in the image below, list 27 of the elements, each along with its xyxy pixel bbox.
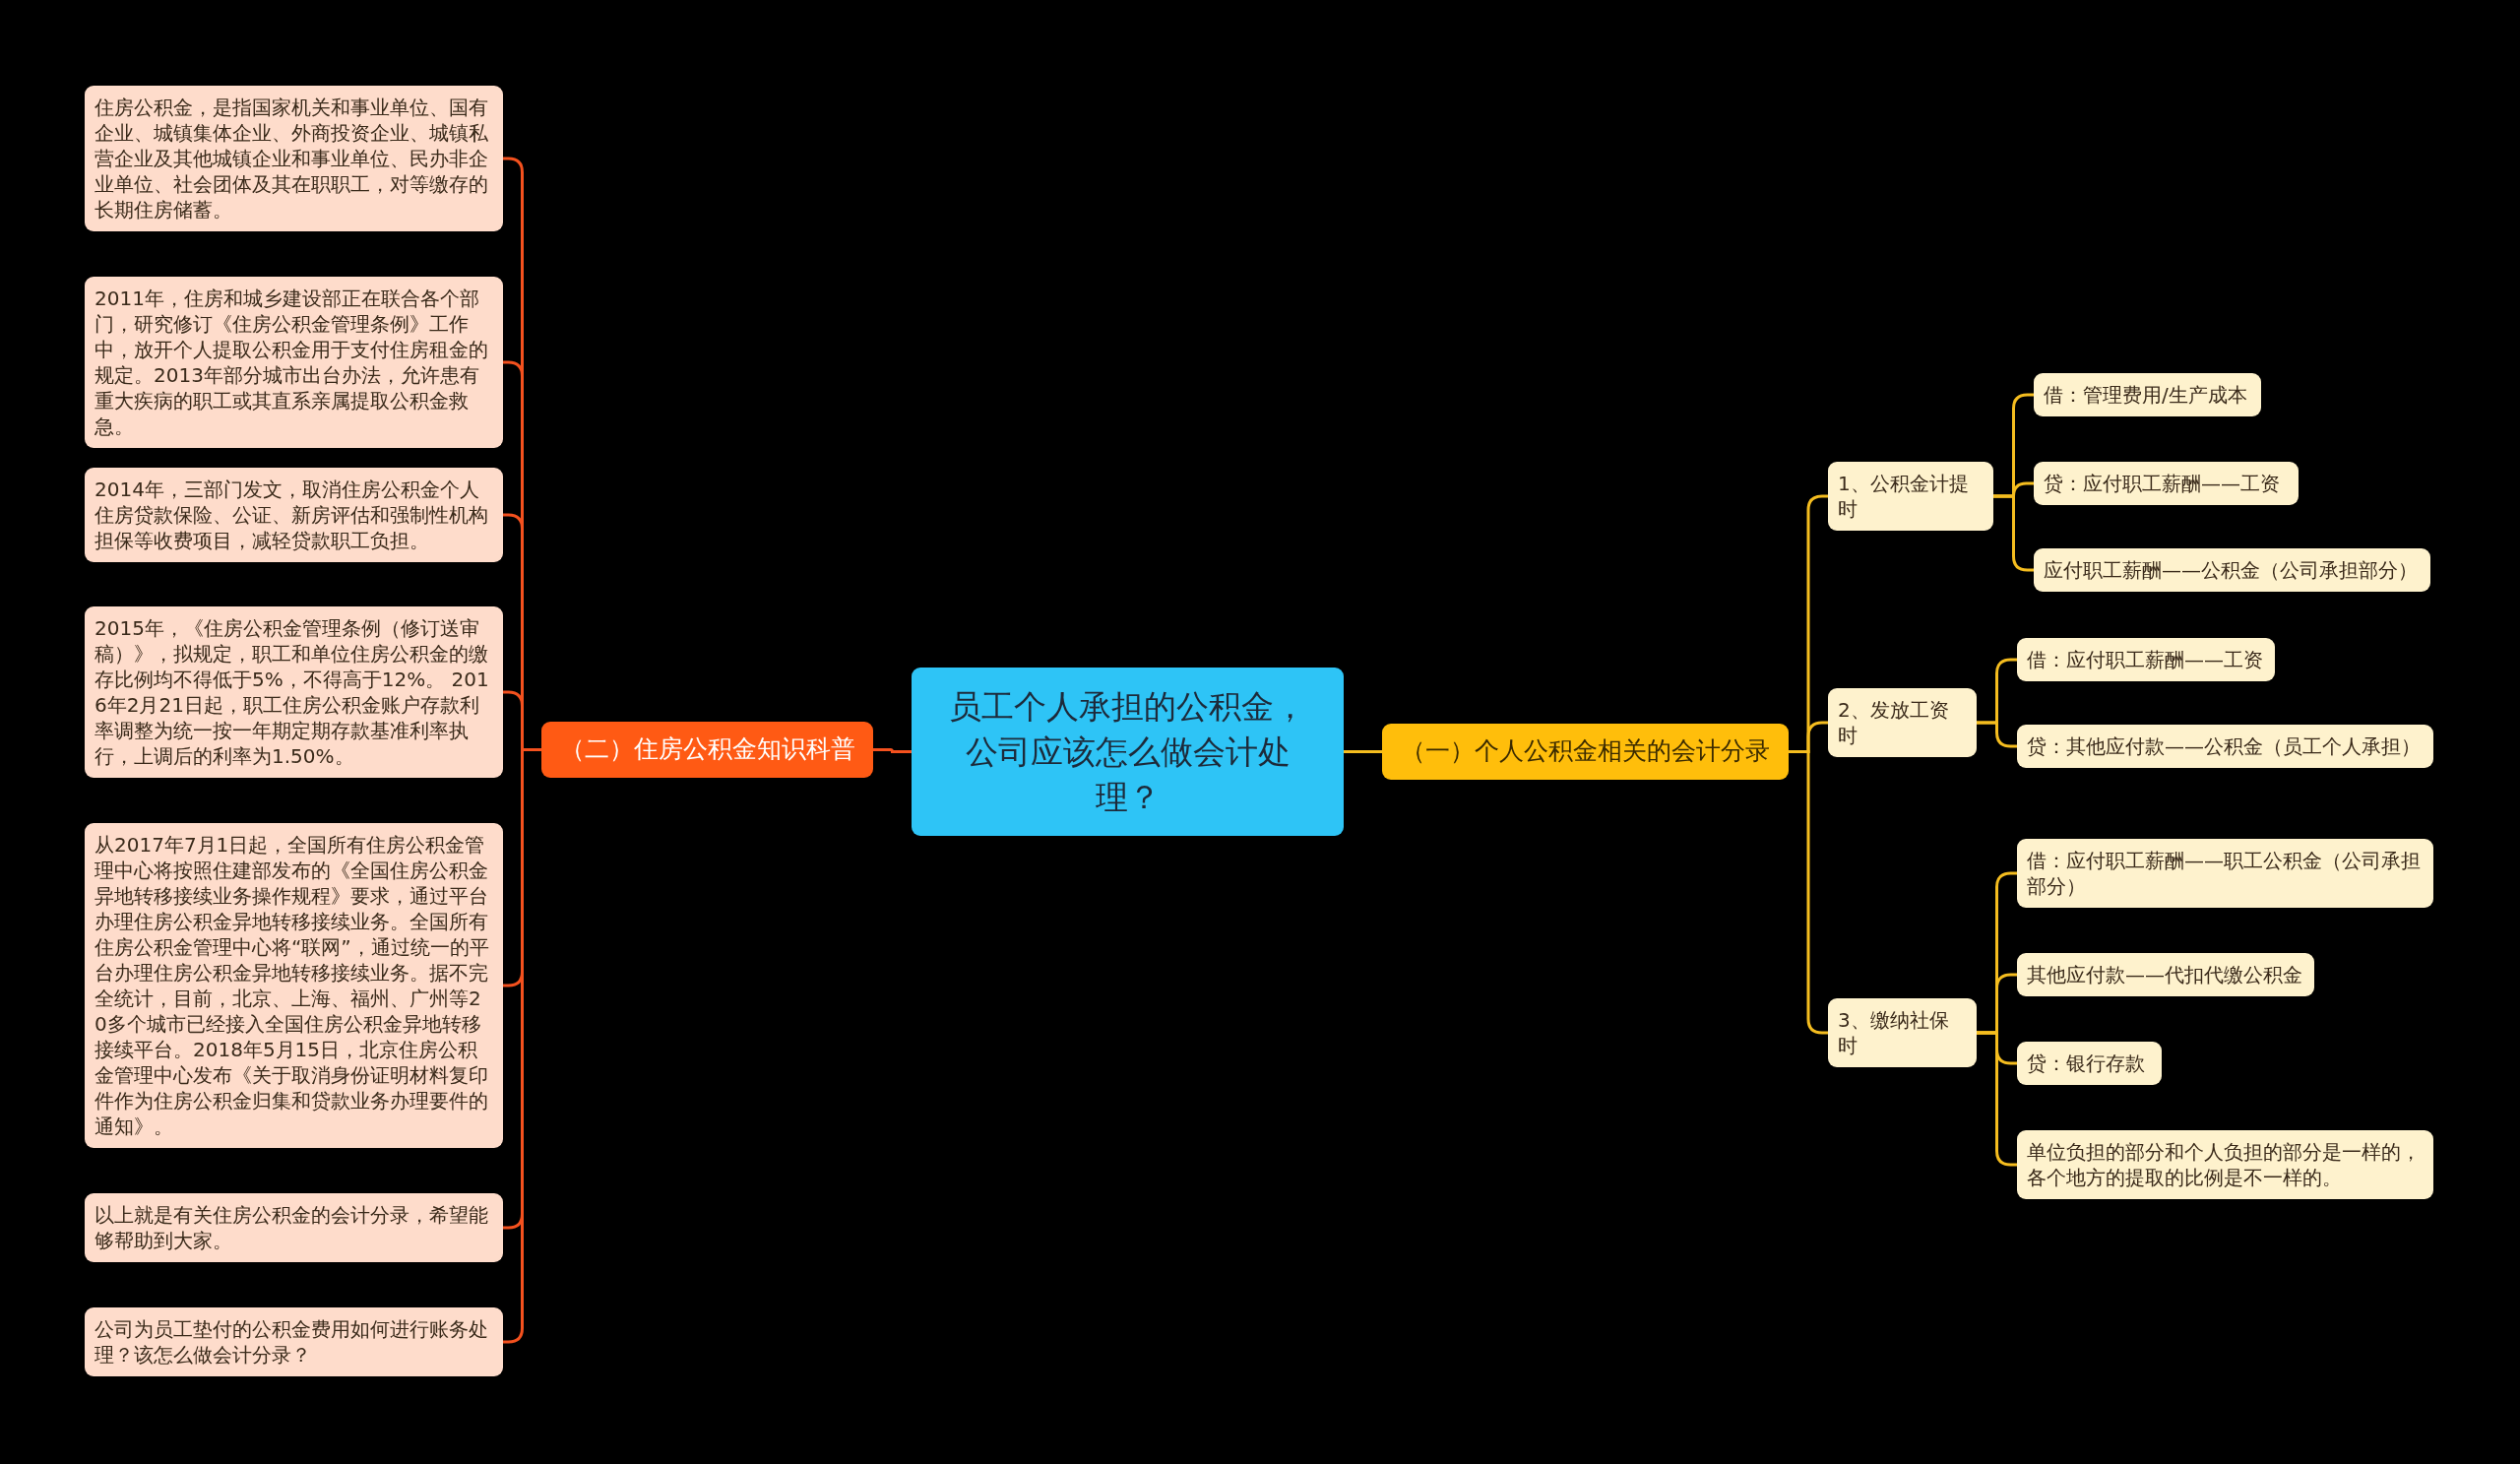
leaf-topic-box: 其他应付款——代扣代缴公积金	[2017, 953, 2314, 996]
leaf-topic-box: 借：应付职工薪酬——职工公积金（公司承担部分）	[2017, 839, 2433, 908]
branch-topic-box: （一）个人公积金相关的会计分录	[1382, 724, 1789, 780]
subtopic-box: 2、发放工资时	[1828, 688, 1977, 757]
leaf-topic-box: 贷：银行存款	[2017, 1042, 2162, 1085]
note-box: 2011年，住房和城乡建设部正在联合各个部门，研究修订《住房公积金管理条例》工作中，放开个人提取公积金用于支付住房租金的规定。2013年部分城市出台办法，允许患有重大疾病的职工或其直系亲属提取公积金救急。	[85, 277, 503, 448]
subtopic-box: 1、公积金计提时	[1828, 462, 1993, 531]
leaf-topic-box: 单位负担的部分和个人负担的部分是一样的，各个地方的提取的比例是不一样的。	[2017, 1130, 2433, 1199]
subtopic-box: 3、缴纳社保时	[1828, 998, 1977, 1067]
note-box: 公司为员工垫付的公积金费用如何进行账务处理？该怎么做会计分录？	[85, 1307, 503, 1376]
note-box: 2015年，《住房公积金管理条例（修订送审稿）》，拟规定，职工和单位住房公积金的缴存比例均不得低于5%，不得高于12%。 2016年2月21日起，职工住房公积金账户存款利率调整为统一按一年期定期存款基准利率执行，上调后的利率为1.50%。	[85, 606, 503, 778]
connector	[1993, 494, 2034, 572]
branch-topic-box: （二）住房公积金知识科普	[541, 722, 873, 778]
note-box: 2014年，三部门发文，取消住房公积金个人住房贷款保险、公证、新房评估和强制性机构担保等收费项目，减轻贷款职工负担。	[85, 468, 503, 562]
leaf-topic-box: 应付职工薪酬——公积金（公司承担部分）	[2034, 548, 2430, 592]
note-box: 从2017年7月1日起，全国所有住房公积金管理中心将按照住建部发布的《全国住房公积金异地转移接续业务操作规程》要求，通过平台办理住房公积金异地转移接续业务。全国所有住房公积金管理中心将“联网”，通过统一的平台办理住房公积金异地转移接续业务。据不完全统计，目前，北京、上海、福州、广州等20多个城市已经接入全国住房公积金异地转移接续平台。2018年5月15日，北京住房公积金管理中心发布《关于取消身份证明材料复印件作为住房公积金归集和贷款业务办理要件的通知》。	[85, 823, 503, 1148]
central-topic-box: 员工个人承担的公积金，公司应该怎么做会计处理？	[912, 668, 1344, 836]
leaf-topic-box: 借：应付职工薪酬——工资	[2017, 638, 2275, 681]
note-box: 住房公积金，是指国家机关和事业单位、国有企业、城镇集体企业、外商投资企业、城镇私营企业及其他城镇企业和事业单位、民办非企业单位、社会团体及其在职职工，对等缴存的长期住房储蓄。	[85, 86, 503, 231]
leaf-topic-box: 贷：其他应付款——公积金（员工个人承担）	[2017, 725, 2433, 768]
leaf-topic-box: 借：管理费用/生产成本	[2034, 373, 2261, 416]
connector	[1977, 721, 2017, 748]
note-box: 以上就是有关住房公积金的会计分录，希望能够帮助到大家。	[85, 1193, 503, 1262]
leaf-topic-box: 贷：应付职工薪酬——工资	[2034, 462, 2299, 505]
connector	[873, 748, 912, 753]
connector	[1344, 750, 1382, 753]
connector	[1977, 1031, 2017, 1167]
